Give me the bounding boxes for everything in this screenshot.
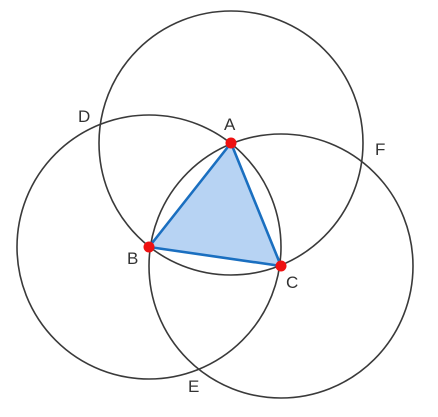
label-d: D <box>78 107 90 126</box>
circle-centered-at-c <box>148 133 414 399</box>
label-b: B <box>127 249 138 268</box>
circle-centered-at-a <box>98 10 364 276</box>
point-a <box>225 137 237 149</box>
label-e: E <box>188 377 199 396</box>
label-c: C <box>286 273 298 292</box>
circle-centered-at-b <box>16 114 282 380</box>
point-b <box>143 241 155 253</box>
label-a: A <box>224 115 236 134</box>
triangle-abc <box>147 141 283 268</box>
label-f: F <box>375 140 385 159</box>
point-c <box>275 260 287 272</box>
